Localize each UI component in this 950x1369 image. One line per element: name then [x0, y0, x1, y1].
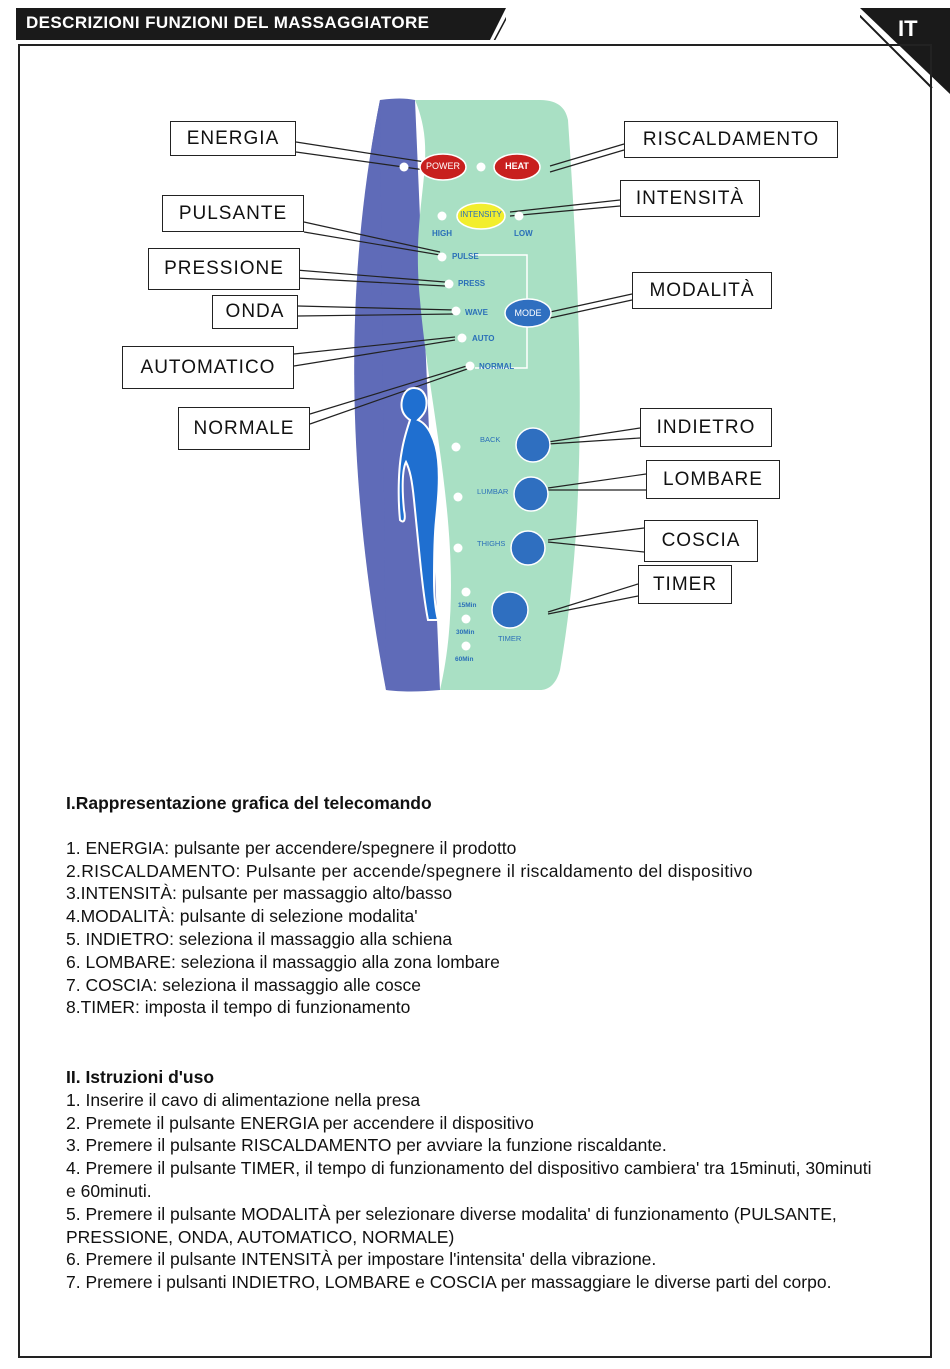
header-bar	[16, 8, 506, 40]
section-2-title: II. Istruzioni d'uso	[66, 1067, 215, 1087]
timer-label[interactable]: TIMER	[498, 634, 522, 643]
heat-button-shape	[493, 153, 541, 181]
heat-button[interactable]: HEAT	[505, 161, 529, 171]
section-1-item: 6. LOMBARE: seleziona il massaggio alla …	[66, 951, 500, 972]
callout-coscia: COSCIA	[644, 520, 758, 562]
section-2-item: 3. Premere il pulsante RISCALDAMENTO per…	[66, 1135, 667, 1156]
callout-automatico: AUTOMATICO	[122, 346, 294, 389]
timer-button-shape	[491, 591, 529, 629]
callout-timer: TIMER	[638, 565, 732, 604]
timer-30-label: 30Min	[456, 629, 475, 636]
section-1-item: 5. INDIETRO: seleziona il massaggio alla…	[66, 928, 453, 949]
callout-pulsante: PULSANTE	[162, 195, 304, 232]
thighs-label[interactable]: THIGHS	[477, 539, 506, 548]
section-2-item: 4. Premere il pulsante TIMER, il tempo d…	[66, 1158, 872, 1201]
press-label: PRESS	[458, 279, 486, 288]
power-button-shape	[419, 153, 467, 181]
callout-pressione: PRESSIONE	[148, 248, 300, 290]
content-frame	[18, 44, 932, 1358]
intensity-button[interactable]: INTENSITY	[460, 210, 502, 219]
back-label[interactable]: BACK	[480, 435, 501, 444]
section-1-item: 7. COSCIA: seleziona il massaggio alle c…	[66, 974, 422, 995]
body-figure-icon	[397, 386, 440, 621]
page-title: DESCRIZIONI FUNZIONI DEL MASSAGGIATORE	[26, 13, 430, 32]
section-1-title: I.Rappresentazione grafica del telecoman…	[66, 793, 432, 813]
lumbar-button-shape	[513, 476, 549, 512]
section-1: I.Rappresentazione grafica del telecoman…	[66, 792, 886, 1019]
back-button-shape	[515, 427, 551, 463]
remote-illustration	[293, 98, 647, 692]
intensity-button-shape	[456, 202, 506, 230]
callout-normale: NORMALE	[178, 407, 310, 450]
normal-label: NORMAL	[479, 362, 515, 371]
callout-lombare: LOMBARE	[646, 460, 780, 499]
timer-60-label: 60Min	[455, 656, 474, 663]
section-2-item: 7. Premere i pulsanti INDIETRO, LOMBARE …	[66, 1272, 832, 1293]
auto-label: AUTO	[472, 334, 495, 343]
section-1-item: 2.RISCALDAMENTO: Pulsante per accende/sp…	[66, 860, 753, 881]
section-2: II. Istruzioni d'uso 1. Inserire il cavo…	[66, 1066, 886, 1294]
callout-riscaldamento: RISCALDAMENTO	[624, 121, 838, 158]
high-label: HIGH	[432, 229, 452, 238]
lumbar-label[interactable]: LUMBAR	[477, 487, 509, 496]
thighs-button-shape	[510, 530, 546, 566]
mode-button[interactable]: MODE	[514, 308, 542, 318]
section-2-item: 6. Premere il pulsante INTENSITÀ per imp…	[66, 1249, 657, 1270]
mode-button-shape	[504, 298, 552, 328]
callout-onda: ONDA	[212, 295, 298, 329]
pulse-label: PULSE	[452, 252, 479, 261]
callout-energia: ENERGIA	[170, 121, 296, 156]
wave-label: WAVE	[465, 308, 488, 317]
callout-intensita: INTENSITÀ	[620, 180, 760, 217]
section-1-item: 3.INTENSITÀ: pulsante per massaggio alto…	[66, 883, 453, 904]
timer-15-label: 15Min	[458, 602, 477, 609]
section-2-item: 2. Premete il pulsante ENERGIA per accen…	[66, 1112, 534, 1133]
power-button[interactable]: POWER	[425, 161, 460, 171]
callout-indietro: INDIETRO	[640, 408, 772, 447]
language-corner	[860, 8, 950, 94]
section-1-item: 4.MODALITÀ: pulsante di selezione modali…	[66, 906, 418, 927]
low-label: LOW	[514, 229, 533, 238]
section-2-item: 5. Premere il pulsante MODALITÀ per sele…	[66, 1203, 837, 1247]
section-1-item: 1. ENERGIA: pulsante per accendere/spegn…	[66, 837, 517, 858]
callout-modalita: MODALITÀ	[632, 272, 772, 309]
section-1-item: 8.TIMER: imposta il tempo di funzionamen…	[66, 997, 411, 1018]
language-badge: IT	[898, 16, 918, 41]
section-2-item: 1. Inserire il cavo di alimentazione nel…	[66, 1089, 421, 1110]
